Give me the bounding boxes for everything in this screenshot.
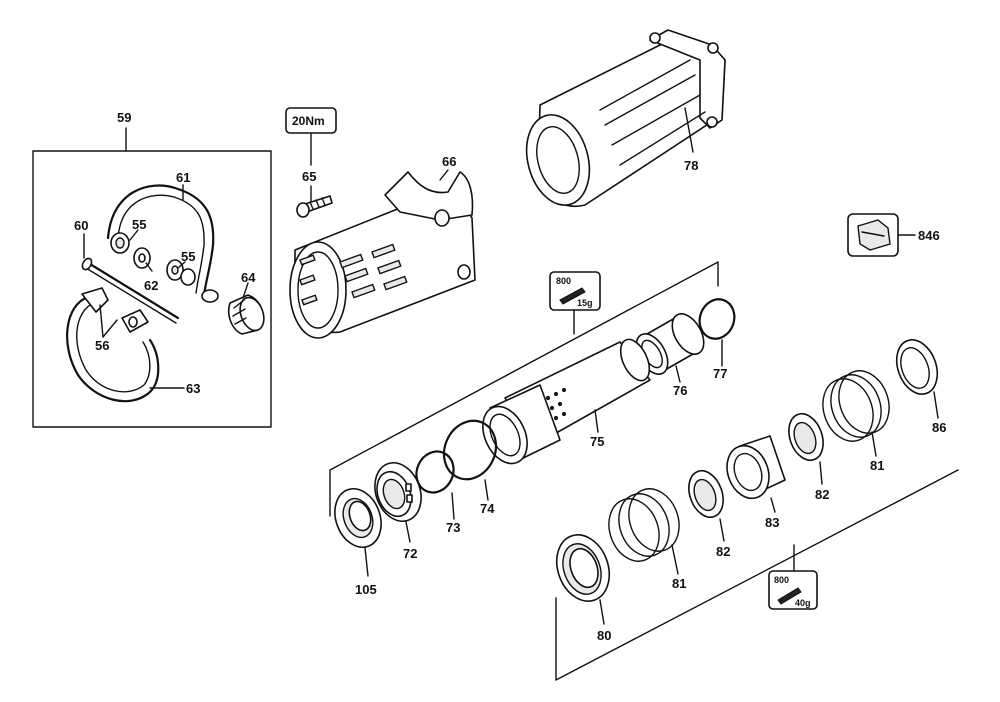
callout-82-upper: 82 — [815, 487, 829, 502]
ring-82-upper: 82 — [788, 412, 829, 502]
torque-value: 20Nm — [292, 114, 325, 128]
handle-rod-61 — [106, 184, 219, 303]
grease-code-lower: 800 — [774, 575, 789, 585]
callout-83: 83 — [765, 515, 779, 530]
callout-64: 64 — [241, 270, 256, 285]
gear-housing-66: 66 — [289, 154, 476, 339]
callout-60: 60 — [74, 218, 88, 233]
lower-bracket-group: 800 40g — [555, 469, 959, 681]
housing-slots — [299, 243, 408, 306]
grease-amount-lower: 40g — [795, 598, 811, 608]
callout-63: 63 — [186, 381, 200, 396]
callout-105: 105 — [355, 582, 377, 597]
sleeve-83: 83 — [726, 435, 786, 530]
bearing-72: 72 — [374, 462, 422, 561]
long-bolt-60 — [81, 257, 180, 324]
motor-housing-78: 78 — [525, 29, 726, 207]
callout-76: 76 — [673, 383, 687, 398]
side-handle-frame — [32, 150, 272, 428]
callout-61: 61 — [176, 170, 190, 185]
nut-55c — [180, 268, 196, 286]
knob-64 — [227, 294, 265, 335]
callout-78: 78 — [684, 158, 698, 173]
callout-846: 846 — [918, 228, 940, 243]
barrel-75: 75 — [482, 338, 651, 465]
callout-56: 56 — [95, 338, 109, 353]
o-ring-77: 77 — [698, 298, 736, 381]
callout-75: 75 — [590, 434, 604, 449]
callout-72: 72 — [403, 546, 417, 561]
ring-82-lower: 82 — [688, 469, 730, 559]
callout-55-upper: 55 — [132, 217, 146, 232]
callout-73: 73 — [446, 520, 460, 535]
callout-81-upper: 81 — [870, 458, 884, 473]
callout-55-lower: 55 — [181, 249, 195, 264]
spring-81-lower: 81 — [608, 488, 686, 591]
callout-65: 65 — [302, 169, 316, 184]
callout-59: 59 — [117, 110, 131, 125]
grease-pack-846: 846 — [847, 213, 940, 257]
o-ring-73: 73 — [415, 450, 460, 535]
o-ring-74: 74 — [442, 419, 498, 516]
grease-amount-upper: 15g — [577, 298, 593, 308]
screw-65 — [296, 195, 333, 218]
callout-80: 80 — [597, 628, 611, 643]
callout-82-lower: 82 — [716, 544, 730, 559]
ring-80: 80 — [555, 534, 611, 643]
callout-62: 62 — [144, 278, 158, 293]
side-handle-group: 59 61 60 — [32, 110, 272, 428]
spring-81-upper: 81 — [822, 370, 890, 473]
screw-65-group: 20Nm 65 — [285, 107, 337, 218]
nut-55a — [110, 232, 130, 254]
callout-66: 66 — [442, 154, 456, 169]
upper-bracket-group: 800 15g — [329, 261, 719, 517]
seal-105: 105 — [334, 488, 382, 597]
clamp-band-63 — [66, 287, 160, 403]
ring-86: 86 — [895, 339, 946, 435]
callout-77: 77 — [713, 366, 727, 381]
callout-74: 74 — [480, 501, 495, 516]
sleeve-76: 76 — [635, 313, 705, 398]
washer-55b — [166, 259, 184, 281]
callout-86: 86 — [932, 420, 946, 435]
callout-81-lower: 81 — [672, 576, 686, 591]
grease-code-upper: 800 — [556, 276, 571, 286]
